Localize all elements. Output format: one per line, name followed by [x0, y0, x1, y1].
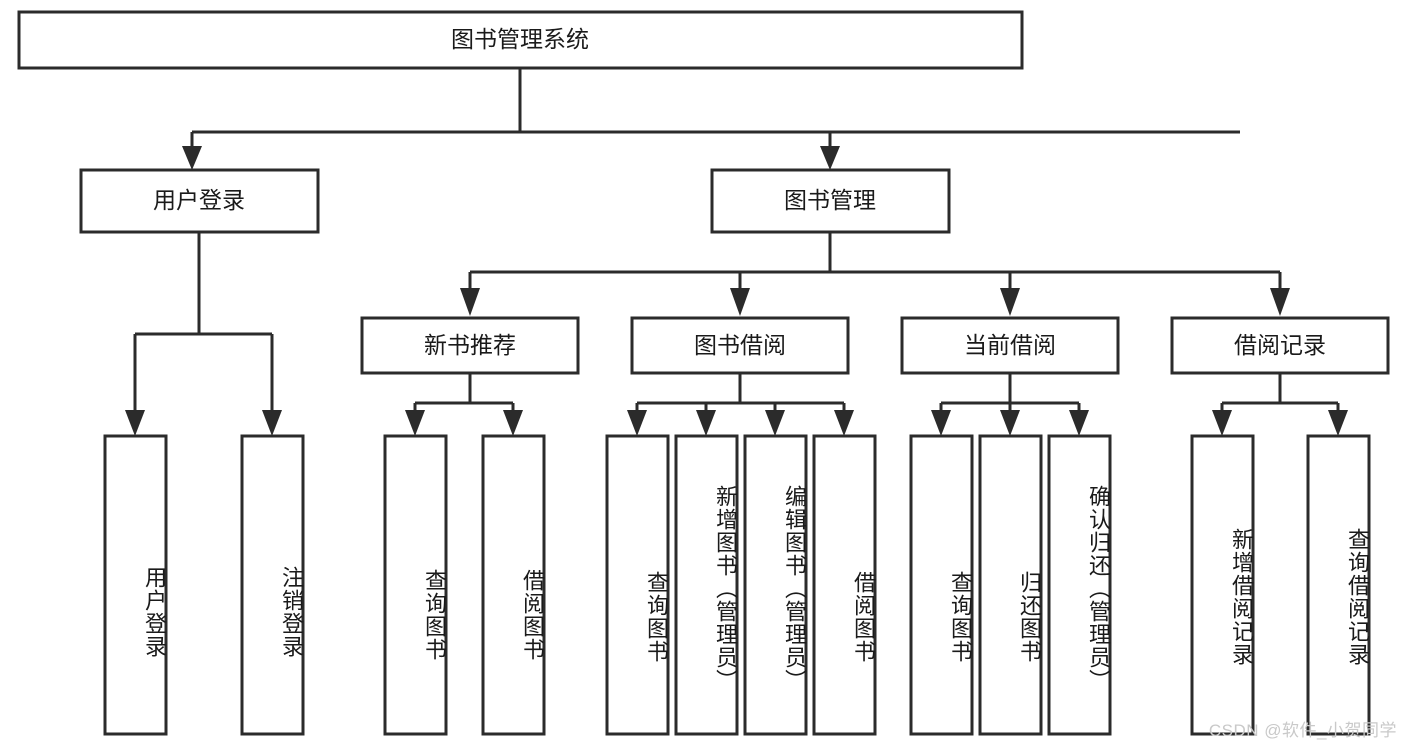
- arrow-head-icon: [834, 410, 854, 436]
- leaf-box-borrow-book-1[interactable]: [674, 434, 739, 736]
- connector-user-login-to-leaves: [125, 232, 282, 436]
- connector-book-management-to-level3: [460, 232, 1290, 316]
- node-book-management-label: 图书管理: [784, 187, 876, 213]
- arrow-head-icon: [503, 410, 523, 436]
- leaf-box-user-login-0[interactable]: [103, 434, 168, 736]
- node-user-login-label: 用户登录: [153, 187, 245, 213]
- connector-book-borrow-to-leaves: [627, 373, 854, 436]
- watermark-text: CSDN @软件_小贺同学: [1208, 721, 1397, 740]
- leaf-box-current-borrow-0[interactable]: [909, 434, 974, 736]
- arrow-head-icon: [820, 146, 840, 170]
- node-book-management[interactable]: 图书管理: [710, 168, 951, 234]
- node-current-borrow-box[interactable]: [900, 316, 1120, 375]
- leaf-box-borrow-book-2[interactable]: [743, 434, 808, 736]
- node-new-book-recommend[interactable]: 新书推荐: [360, 316, 580, 375]
- arrow-head-icon: [627, 410, 647, 436]
- connector-borrow-record-to-leaves: [1212, 373, 1348, 436]
- leaf-box-borrow-record-1[interactable]: [1306, 434, 1371, 736]
- connector-root-to-level2: [182, 68, 1240, 170]
- leaf-box-current-borrow-1[interactable]: [978, 434, 1043, 736]
- node-user-login-box[interactable]: [79, 168, 320, 234]
- leaf-box-user-login-1[interactable]: [240, 434, 305, 736]
- arrow-head-icon: [1000, 288, 1020, 316]
- node-current-borrow[interactable]: 当前借阅: [900, 316, 1120, 375]
- node-current-borrow-label: 当前借阅: [964, 332, 1056, 358]
- node-book-borrow-label: 图书借阅: [694, 332, 786, 358]
- leaf-box-current-borrow-2[interactable]: [1047, 434, 1112, 736]
- arrow-head-icon: [696, 410, 716, 436]
- leaf-box-borrow-record-0[interactable]: [1190, 434, 1255, 736]
- arrow-head-icon: [765, 410, 785, 436]
- arrow-head-icon: [730, 288, 750, 316]
- leaf-box-new-book-1[interactable]: [481, 434, 546, 736]
- arrow-head-icon: [1270, 288, 1290, 316]
- leaf-box-new-book-0[interactable]: [383, 434, 448, 736]
- leaf-box-borrow-book-3[interactable]: [812, 434, 877, 736]
- arrow-head-icon: [460, 288, 480, 316]
- arrow-head-icon: [1212, 410, 1232, 436]
- arrow-head-icon: [182, 146, 202, 170]
- connector-current-borrow-to-leaves: [931, 373, 1089, 436]
- node-root-label: 图书管理系统: [451, 26, 589, 52]
- node-new-book-recommend-box[interactable]: [360, 316, 580, 375]
- arrow-head-icon: [931, 410, 951, 436]
- node-user-login[interactable]: 用户登录: [79, 168, 320, 234]
- node-root[interactable]: 图书管理系统: [17, 10, 1024, 70]
- arrow-head-icon: [405, 410, 425, 436]
- arrow-head-icon: [1069, 410, 1089, 436]
- arrow-head-icon: [125, 410, 145, 436]
- node-borrow-record-label: 借阅记录: [1234, 332, 1326, 358]
- node-borrow-record[interactable]: 借阅记录: [1170, 316, 1390, 375]
- leaf-box-borrow-book-0[interactable]: [605, 434, 670, 736]
- arrow-head-icon: [1000, 410, 1020, 436]
- node-root-box[interactable]: [17, 10, 1024, 70]
- node-book-borrow[interactable]: 图书借阅: [630, 316, 850, 375]
- arrow-head-icon: [1328, 410, 1348, 436]
- node-new-book-recommend-label: 新书推荐: [424, 332, 516, 358]
- arrow-head-icon: [262, 410, 282, 436]
- connector-new-book-to-leaves: [405, 373, 523, 436]
